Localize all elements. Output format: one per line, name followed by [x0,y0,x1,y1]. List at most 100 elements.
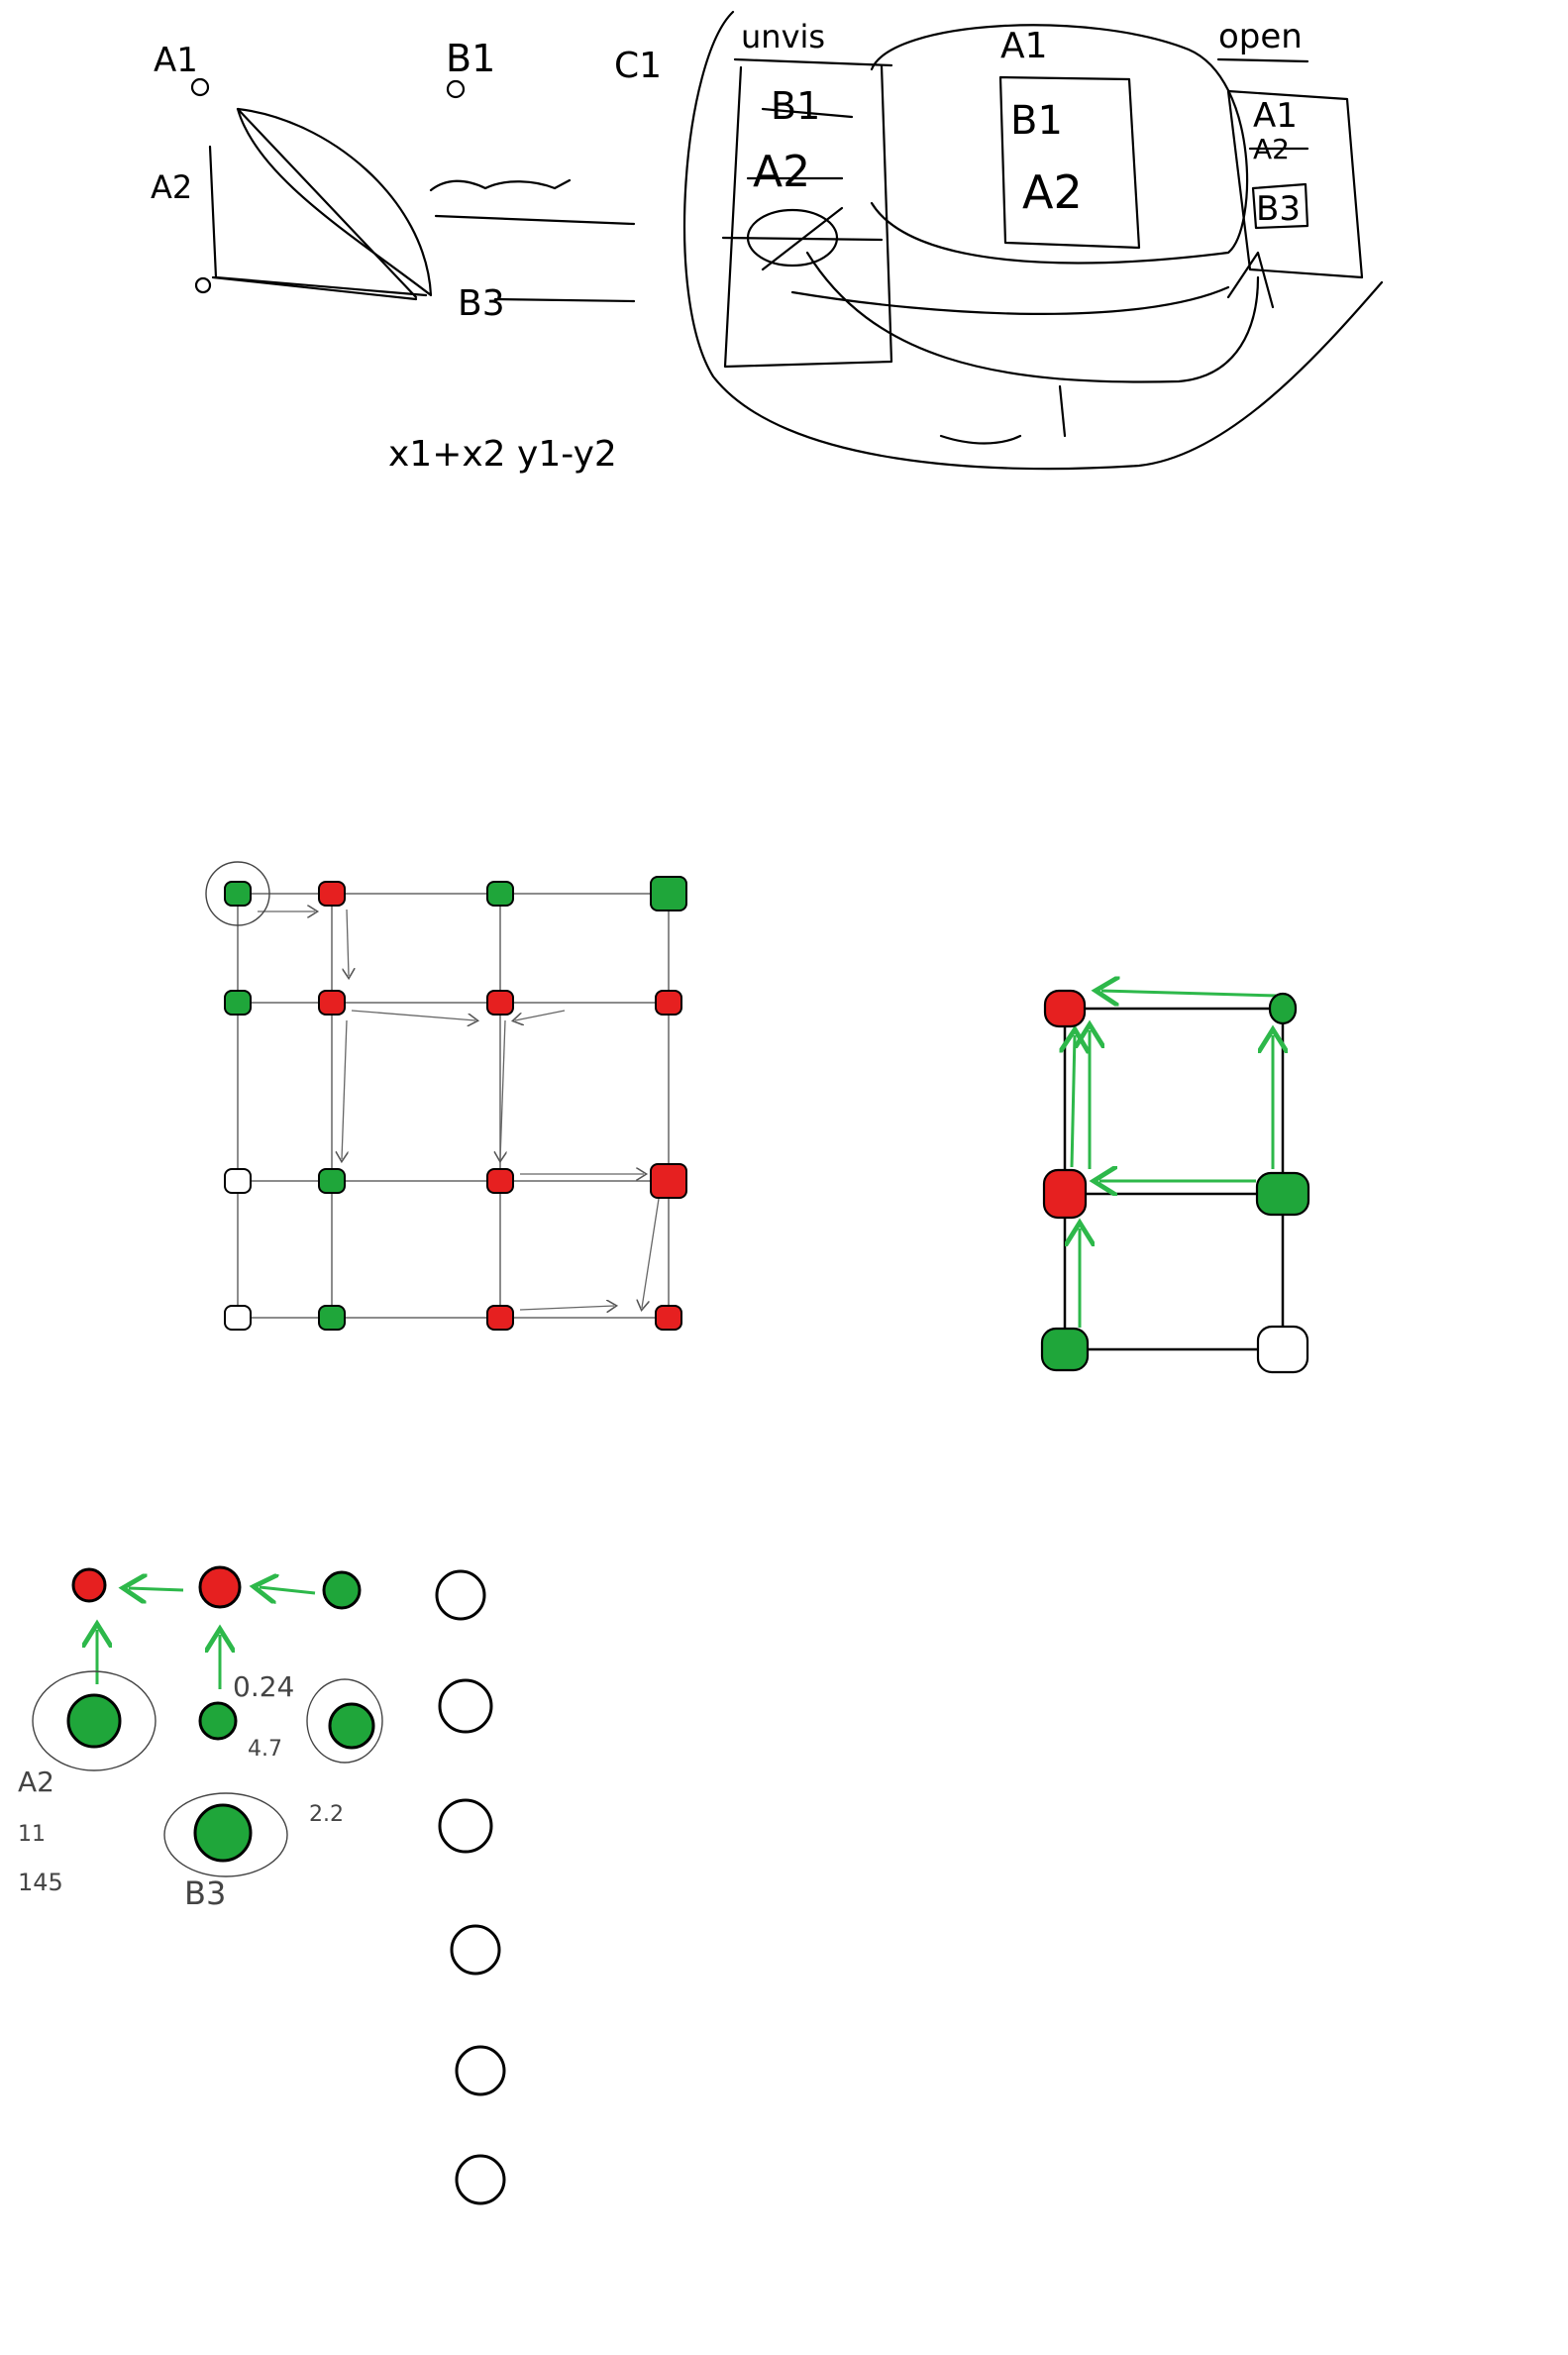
base-line [211,275,418,301]
label-unvis: unvis [741,18,825,55]
grid-node [655,990,682,1016]
open-item-0: A1 [1253,96,1298,136]
outer-loop [683,10,1384,471]
label-b1: B1 [446,37,495,80]
unvis-oval [746,208,839,268]
open-item-box [1251,182,1309,230]
bottom-node [438,1678,493,1734]
grid-node [486,1305,514,1331]
label-a2: A2 [151,168,192,206]
grid-arrow [515,1010,566,1020]
grid-arrows [258,909,660,1310]
grid-lines [237,893,670,1319]
bottom-node [198,1565,242,1609]
grid-node [224,1305,252,1331]
top-sketch: A1 A2 B1 B3 C1 x1+x2 y1-y2 unvis B1 A2 [151,10,1384,475]
grid-node [318,1168,346,1194]
ring-a2 [32,1670,157,1771]
grid-node [224,881,252,907]
unvis-underline [733,57,893,67]
grid-nodes [224,876,687,1331]
start-ring [205,861,270,926]
ring-b3 [163,1792,288,1877]
annotation-2: A2 [18,1766,54,1798]
bottom-node [71,1567,107,1603]
grid-arrow [519,1306,614,1310]
small-node [1255,1171,1310,1217]
curve-low [790,285,1230,315]
grid-arrow [342,1019,347,1159]
strike-0 [761,107,854,119]
small-graph [1040,989,1310,1374]
ring-right [306,1678,383,1764]
bottom-nodes [66,1565,506,2205]
tick-mark [1058,384,1067,438]
lens-shape [236,107,433,297]
label-a1: A1 [154,41,198,80]
open-underline [1216,57,1309,63]
grid-arrow [500,1019,505,1159]
unvis-item-0: B1 [771,84,820,128]
grid-arrow [347,909,349,976]
small-node [1268,992,1298,1025]
grid-node [650,1163,687,1199]
small-arrow [1072,1035,1075,1168]
label-c1: C1 [614,46,662,86]
bottom-node [66,1693,122,1749]
unvis-item-1: A2 [753,147,810,197]
bottom-arrow [129,1588,184,1590]
center-box [998,75,1141,250]
bottom-node [450,1924,501,1976]
grid-node [486,990,514,1016]
scribble-mark [429,178,572,192]
bottom-node [438,1798,493,1854]
open-item-2: B3 [1256,189,1301,229]
bottom-arrows [97,1587,316,1689]
annotation-4: 145 [18,1869,63,1896]
formula-text: x1+x2 y1-y2 [388,434,617,475]
bottom-node [455,2045,506,2096]
small-edges [1063,1007,1285,1351]
bottom-node [328,1702,375,1750]
bottom-diagram: 0.24 4.7 A2 11 145 B3 2.2 [18,1565,506,2205]
bottom-mark [939,434,1022,445]
node-b1 [446,79,466,99]
annotation-6: 2.2 [309,1802,344,1827]
grid-arrow [351,1010,475,1020]
center-item-1: A2 [1022,165,1083,219]
node-a1 [190,77,210,97]
bottom-node [193,1803,253,1863]
line-2 [493,297,636,303]
open-box [1226,89,1364,279]
bottom-arrow [260,1587,316,1593]
bottom-node [435,1569,486,1621]
small-node [1256,1325,1309,1374]
curve-to-open [805,251,1260,383]
grid-node [655,1305,682,1331]
grid-node [318,881,346,907]
grid-node [224,990,252,1016]
annotation-0: 0.24 [233,1670,294,1703]
bottom-node [198,1701,238,1741]
small-nodes [1040,989,1310,1374]
grid-node [318,990,346,1016]
small-node [1042,1168,1088,1220]
annotation-1: 4.7 [248,1737,282,1762]
lens-diagonal [236,107,418,299]
label-open: open [1218,17,1303,56]
origin-node [194,276,212,294]
annotation-3: 11 [18,1822,46,1847]
grid-node [318,1305,346,1331]
grid-node [650,876,687,911]
unvis-cross [761,206,844,271]
small-node [1043,989,1087,1028]
small-node [1040,1327,1090,1372]
grid-node [486,881,514,907]
label-b3: B3 [458,283,505,324]
bottom-node [455,2154,506,2205]
grid-diagram [205,861,687,1331]
open-arrow [1226,251,1275,309]
small-arrows [1072,991,1278,1328]
annotation-5: B3 [184,1874,226,1912]
